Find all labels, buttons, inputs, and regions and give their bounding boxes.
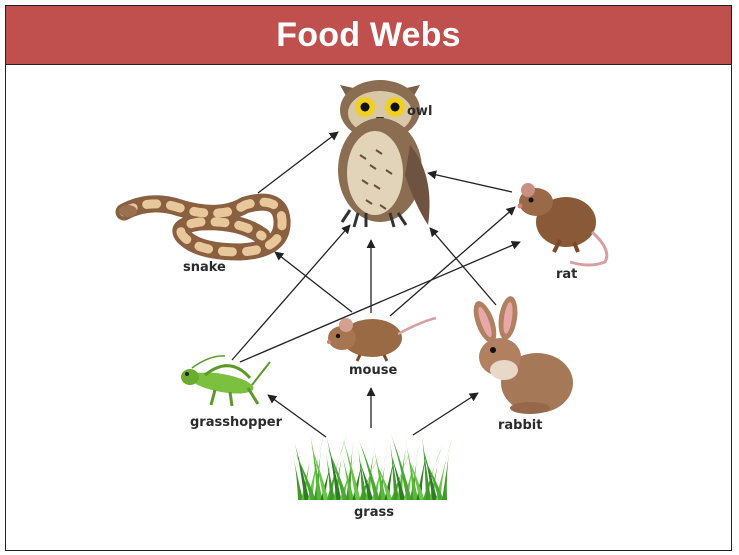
snake-label: snake bbox=[183, 260, 226, 275]
arrow-mouse-to-snake bbox=[275, 252, 352, 312]
rabbit-illustration bbox=[469, 295, 573, 414]
grass-blade bbox=[294, 442, 309, 500]
rat-illustration bbox=[518, 183, 607, 265]
arrow-mouse-to-rat bbox=[390, 207, 515, 316]
grass-label: grass bbox=[354, 505, 394, 520]
mouse-label: mouse bbox=[349, 363, 397, 378]
arrow-rabbit-to-owl bbox=[430, 228, 496, 305]
arrow-grass-to-rabbit bbox=[413, 393, 478, 435]
rabbit-label: rabbit bbox=[498, 418, 542, 433]
grass-blade bbox=[422, 446, 437, 500]
owl-illustration bbox=[338, 80, 430, 227]
grass-blade bbox=[326, 436, 341, 500]
grasshopper-label: grasshopper bbox=[190, 415, 283, 430]
rat-label: rat bbox=[556, 267, 577, 282]
mouse-illustration bbox=[327, 318, 436, 361]
snake-illustration bbox=[119, 202, 282, 252]
arrow-snake-to-owl bbox=[258, 132, 338, 193]
grasshopper-illustration bbox=[181, 356, 270, 406]
grass-illustration bbox=[294, 433, 453, 500]
arrow-rat-to-owl bbox=[428, 173, 512, 192]
owl-label: owl bbox=[407, 104, 432, 119]
